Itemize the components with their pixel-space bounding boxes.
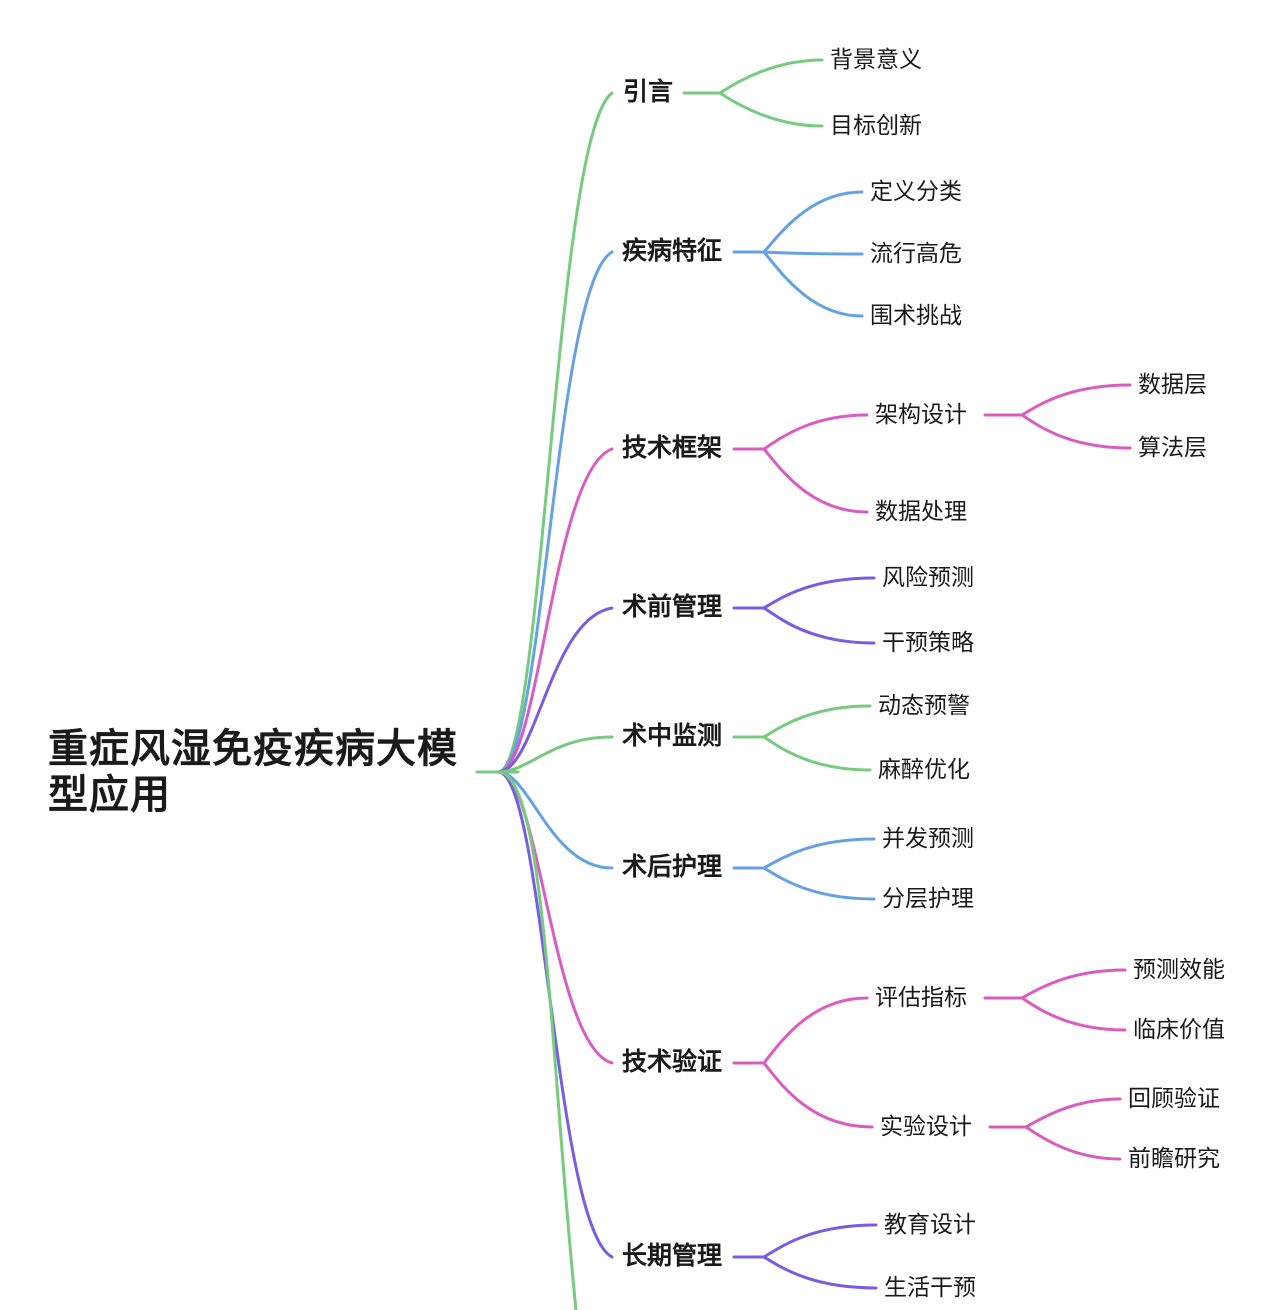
subnode-evaluation-metrics[interactable]: 评估指标: [875, 984, 967, 1010]
edge-tech-validation-to-experiment-design: [762, 1061, 874, 1129]
subnode-dynamic-warning[interactable]: 动态预警: [878, 692, 970, 718]
subnode-background-significance[interactable]: 背景意义: [830, 46, 922, 72]
subnode-lifestyle-intervention[interactable]: 生活干预: [884, 1274, 976, 1300]
subnode-education-design[interactable]: 教育设计: [884, 1211, 976, 1237]
edge-intraop-monitoring-to-dynamic-warning: [762, 704, 872, 739]
root-node[interactable]: 重症风湿免疫疾病大模型应用: [48, 727, 458, 817]
edge-tech-framework-to-architecture-design: [762, 413, 869, 451]
edge-experiment-design-to-retrospective-validation: [1024, 1097, 1122, 1129]
branch-tech-framework[interactable]: 技术框架: [622, 434, 723, 462]
subnode-epidemiology-highrisk[interactable]: 流行高危: [870, 240, 962, 266]
branch-postop-care[interactable]: 术后护理: [622, 853, 723, 881]
edge-disease-features-to-definition-classification: [762, 190, 864, 254]
subnode-intervention-strategy[interactable]: 干预策略: [882, 629, 974, 655]
subnode-definition-classification[interactable]: 定义分类: [870, 178, 962, 204]
subnode-data-layer[interactable]: 数据层: [1138, 371, 1207, 397]
edge-root-to-tech-validation: [496, 770, 614, 1065]
subnode-architecture-design[interactable]: 架构设计: [875, 401, 967, 427]
subnode-prediction-performance[interactable]: 预测效能: [1133, 956, 1225, 982]
edge-intro-to-background-significance: [718, 58, 824, 95]
edge-disease-features-to-perioperative-challenges: [762, 250, 864, 318]
edge-intraop-monitoring-to-anesthesia-optimization: [762, 735, 872, 772]
edge-tech-validation-to-evaluation-metrics: [762, 996, 869, 1065]
edge-preop-management-to-risk-prediction: [762, 576, 876, 610]
edge-longterm-management-to-education-design: [762, 1223, 878, 1259]
edge-architecture-design-to-algorithm-layer: [1020, 413, 1132, 450]
subnode-anesthesia-optimization[interactable]: 麻醉优化: [878, 756, 970, 782]
edge-preop-management-to-intervention-strategy: [762, 606, 876, 645]
branch-tech-validation[interactable]: 技术验证: [622, 1048, 723, 1076]
edge-postop-care-to-complication-prediction: [762, 837, 876, 870]
edge-root-to-intraop-monitoring: [496, 735, 614, 774]
subnode-algorithm-layer[interactable]: 算法层: [1138, 434, 1207, 460]
subnode-data-processing[interactable]: 数据处理: [875, 498, 967, 524]
edge-postop-care-to-tiered-care: [762, 866, 876, 901]
subnode-complication-prediction[interactable]: 并发预测: [882, 825, 974, 851]
edge-evaluation-metrics-to-prediction-performance: [1020, 968, 1127, 1000]
edge-root-to-intro: [496, 91, 614, 774]
edge-root-to-longterm-management: [496, 770, 614, 1259]
edge-tech-framework-to-data-processing: [762, 447, 869, 514]
edge-root-to-tech-framework: [496, 447, 614, 774]
subnode-retrospective-validation[interactable]: 回顾验证: [1128, 1085, 1220, 1111]
subnode-experiment-design[interactable]: 实验设计: [880, 1113, 972, 1139]
edge-disease-features-to-epidemiology-highrisk: [762, 250, 864, 256]
edge-root-to-disease-features: [496, 250, 614, 774]
subnode-prospective-study[interactable]: 前瞻研究: [1128, 1145, 1220, 1171]
branch-intraop-monitoring[interactable]: 术中监测: [622, 722, 723, 750]
edge-architecture-design-to-data-layer: [1020, 383, 1132, 417]
edge-evaluation-metrics-to-clinical-value: [1020, 996, 1127, 1032]
edge-longterm-management-to-lifestyle-intervention: [762, 1255, 878, 1290]
branch-disease-features[interactable]: 疾病特征: [622, 237, 723, 265]
branch-intro[interactable]: 引言: [623, 78, 674, 106]
subnode-perioperative-challenges[interactable]: 围术挑战: [870, 302, 962, 328]
subnode-goals-innovation[interactable]: 目标创新: [830, 112, 922, 138]
branch-longterm-management[interactable]: 长期管理: [622, 1242, 723, 1270]
subnode-tiered-care[interactable]: 分层护理: [882, 885, 974, 911]
edge-intro-to-goals-innovation: [718, 91, 824, 128]
branch-preop-management[interactable]: 术前管理: [622, 593, 723, 621]
edge-root-to-offscreen-branch: [496, 770, 578, 1310]
edge-root-to-preop-management: [496, 606, 614, 774]
subnode-risk-prediction[interactable]: 风险预测: [882, 564, 974, 590]
subnode-clinical-value[interactable]: 临床价值: [1133, 1016, 1225, 1042]
edge-experiment-design-to-prospective-study: [1024, 1125, 1122, 1161]
